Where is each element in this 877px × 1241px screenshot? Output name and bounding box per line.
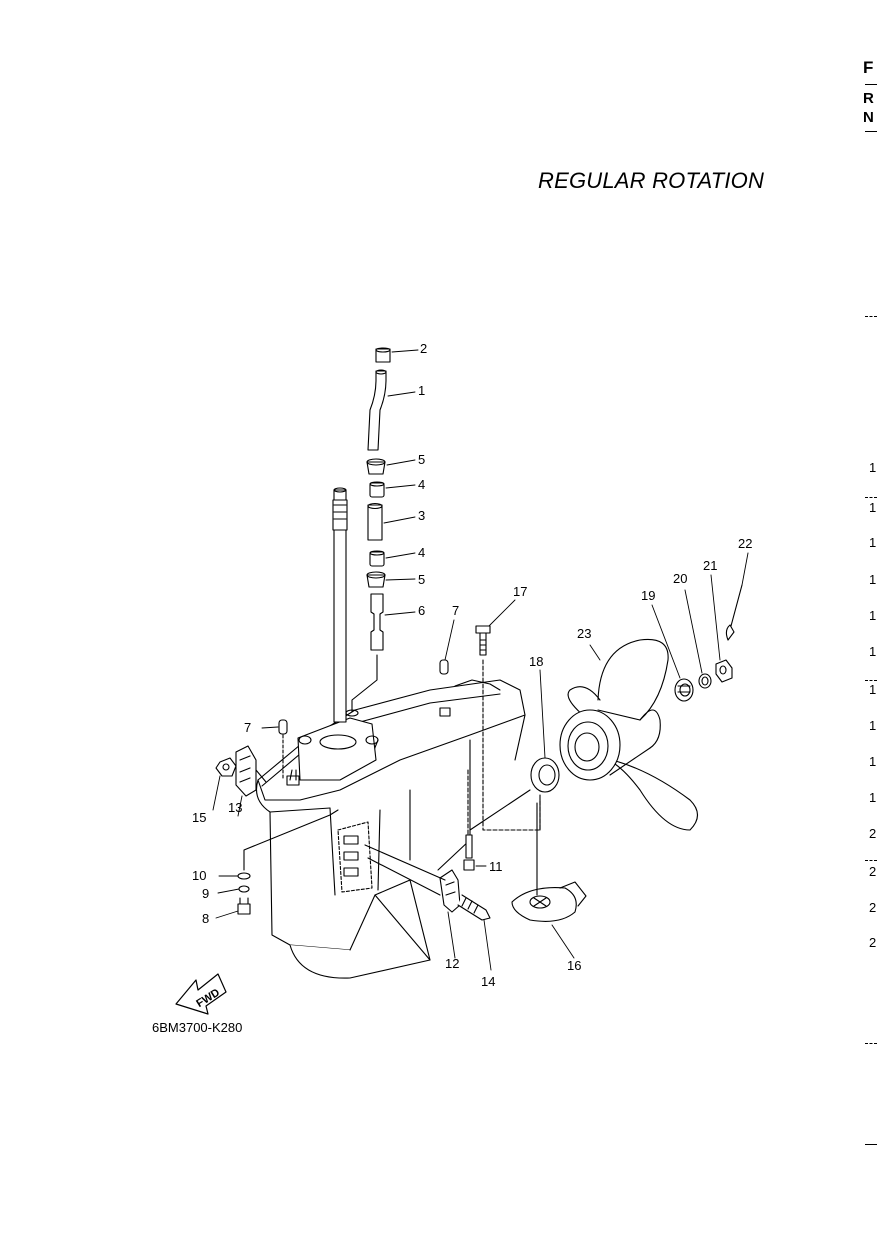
edge-row: 1 xyxy=(869,790,877,805)
edge-row: 2 xyxy=(869,900,877,915)
spacer-19 xyxy=(674,678,694,702)
callout-21: 21 xyxy=(703,558,717,573)
callout-12: 12 xyxy=(445,956,459,971)
edge-rule xyxy=(865,84,877,85)
callout-10: 10 xyxy=(192,868,206,883)
bolt-14 xyxy=(457,894,491,921)
callout-19: 19 xyxy=(641,588,655,603)
washer-20 xyxy=(698,673,712,689)
callout-3: 3 xyxy=(418,508,425,523)
edge-row: 2 xyxy=(869,935,877,950)
callout-4: 4 xyxy=(418,545,425,560)
callout-20: 20 xyxy=(673,571,687,586)
hardware-8-9-10 xyxy=(237,809,339,915)
nut-15 xyxy=(215,757,237,777)
edge-letter-n: N xyxy=(863,109,874,126)
callout-17: 17 xyxy=(513,584,527,599)
edge-row: 2 xyxy=(869,826,877,841)
trim-tab-16 xyxy=(511,802,587,922)
anode-13 xyxy=(235,745,267,797)
callout-6: 6 xyxy=(418,603,425,618)
edge-row: 1 xyxy=(869,682,877,697)
callout-18: 18 xyxy=(529,654,543,669)
propeller xyxy=(559,638,699,831)
edge-letter-r: R xyxy=(863,90,874,107)
callout-4: 4 xyxy=(418,477,425,492)
edge-row: 2 xyxy=(869,864,877,879)
callout-1: 1 xyxy=(418,383,425,398)
drawing-code: 6BM3700-K280 xyxy=(152,1020,243,1035)
callout-22: 22 xyxy=(738,536,752,551)
leader-lines xyxy=(212,349,749,971)
edge-row: 1 xyxy=(869,460,877,475)
edge-dash xyxy=(865,860,877,861)
diagram-title: REGULAR ROTATION xyxy=(538,168,765,193)
cotter-pin-22 xyxy=(725,584,743,641)
edge-row: 1 xyxy=(869,754,877,769)
edge-row: 1 xyxy=(869,718,877,733)
edge-row: 1 xyxy=(869,572,877,587)
dowel-pin-right xyxy=(439,659,449,675)
callout-7: 7 xyxy=(452,603,459,618)
callout-14: 14 xyxy=(481,974,495,989)
edge-rule xyxy=(865,131,877,132)
nut-21 xyxy=(715,659,733,683)
callout-5: 5 xyxy=(418,572,425,587)
edge-row: 1 xyxy=(869,500,877,515)
callout-8: 8 xyxy=(202,911,209,926)
callout-2: 2 xyxy=(420,341,427,356)
drive-shaft xyxy=(332,487,348,723)
fwd-arrow-icon xyxy=(175,973,227,1015)
callout-5: 5 xyxy=(418,452,425,467)
callout-15: 15 xyxy=(192,810,206,825)
edge-dash xyxy=(865,497,877,498)
edge-dash xyxy=(865,316,877,317)
callout-9: 9 xyxy=(202,886,209,901)
water-tube-stack xyxy=(345,347,391,717)
edge-letter-f: F xyxy=(863,58,874,77)
callout-13: 13 xyxy=(228,800,242,815)
edge-row: 1 xyxy=(869,644,877,659)
edge-row: 1 xyxy=(869,535,877,550)
edge-dash xyxy=(865,680,877,681)
edge-rule xyxy=(865,1144,877,1145)
dowel-pin-left xyxy=(278,719,288,735)
bolt-11 xyxy=(463,769,475,871)
edge-row: 1 xyxy=(869,608,877,623)
edge-dash xyxy=(865,1043,877,1044)
callout-7: 7 xyxy=(244,720,251,735)
callout-16: 16 xyxy=(567,958,581,973)
callout-23: 23 xyxy=(577,626,591,641)
callout-11: 11 xyxy=(489,859,503,874)
